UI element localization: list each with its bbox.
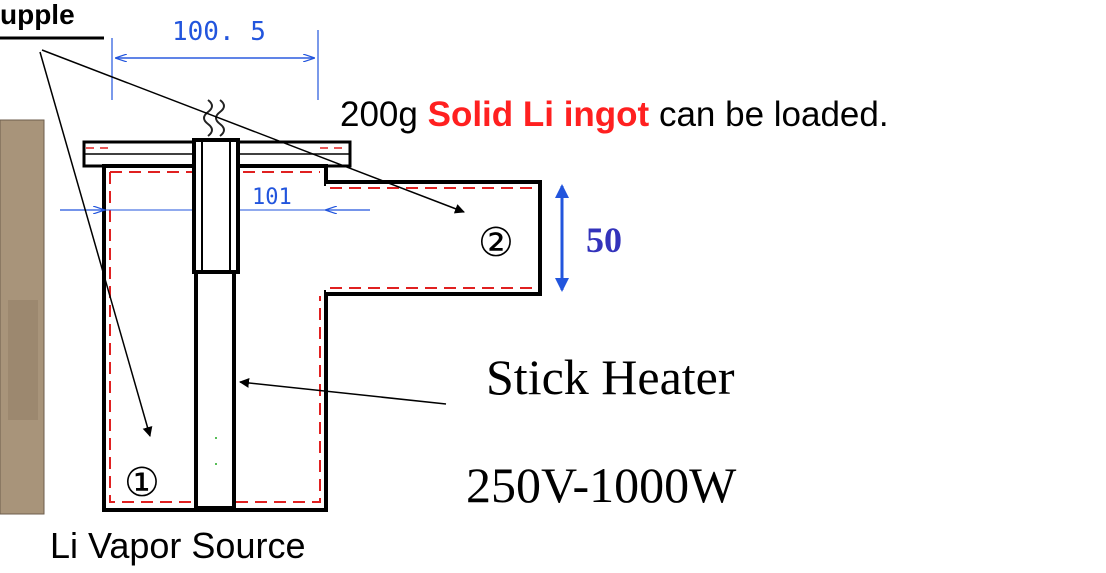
vapor-squiggles xyxy=(203,99,225,137)
side-dimension-value: 50 xyxy=(586,220,622,260)
side-arm xyxy=(324,180,542,296)
top-dimension-value: 100. 5 xyxy=(172,17,266,47)
solid-li-highlight: Solid Li ingot xyxy=(428,95,650,134)
heater-rating: 250V-1000W xyxy=(466,457,737,513)
thermocouple-label: upple xyxy=(0,0,75,30)
inner-dimension-value: 101 xyxy=(252,185,292,210)
thermocouple-pointer-two xyxy=(41,49,465,214)
marker-one: ① xyxy=(124,460,160,506)
heater-pointer xyxy=(239,377,447,405)
solid-li-suffix: can be loaded. xyxy=(649,95,888,134)
stick-heater xyxy=(192,138,240,510)
marker-two: ② xyxy=(478,220,514,266)
source-caption: Li Vapor Source xyxy=(50,525,305,566)
solid-li-note: 200g Solid Li ingot can be loaded. xyxy=(340,95,889,134)
heater-name: Stick Heater xyxy=(486,349,735,405)
solid-li-prefix: 200g xyxy=(340,95,428,134)
thermocouple-pointer-one xyxy=(39,51,153,437)
